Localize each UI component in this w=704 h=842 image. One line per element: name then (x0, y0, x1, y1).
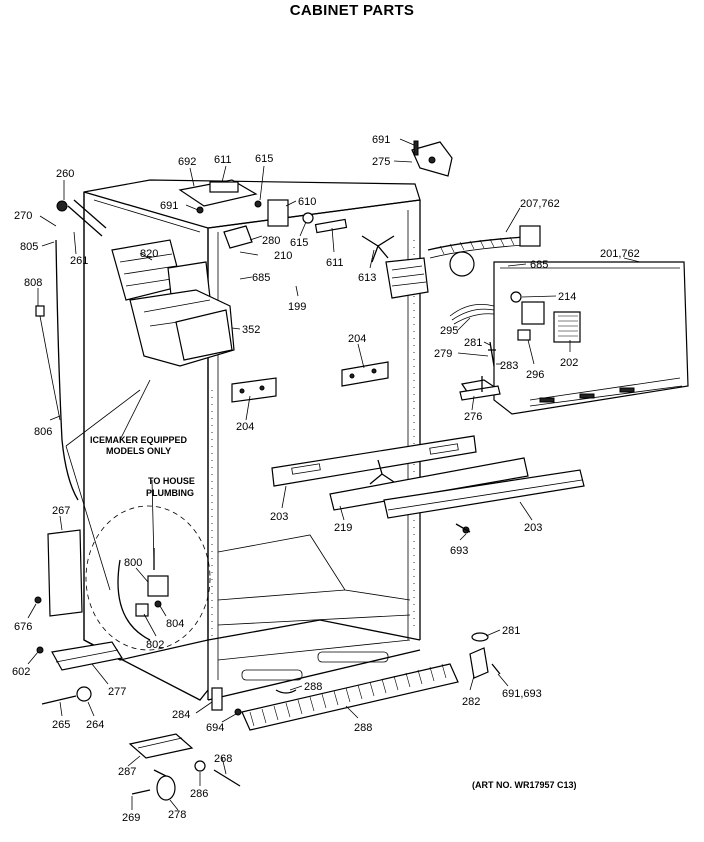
leveling-parts (41, 686, 242, 716)
callout-label: 210 (274, 250, 292, 262)
hinge-parts (455, 376, 501, 534)
toe-grille (241, 663, 459, 731)
callout-labels: 691 275 692 611 615 610 691 280 615 210 … (12, 134, 640, 824)
callout-label: 281 (464, 337, 482, 349)
side-panel (47, 529, 83, 617)
callout-label: 203 (524, 522, 542, 534)
callout-label: 820 (140, 248, 158, 260)
callout-label: 615 (255, 153, 273, 165)
control-panel (493, 261, 689, 415)
callout-label: 288 (354, 722, 372, 734)
callout-label: 352 (242, 324, 260, 336)
callout-label: 806 (34, 426, 52, 438)
callout-label: 275 (372, 156, 390, 168)
callout-label: 296 (526, 369, 544, 381)
callout-label: 805 (20, 241, 38, 253)
callout-label: 295 (440, 325, 458, 337)
callout-label: 202 (560, 357, 578, 369)
callout-label: 199 (288, 301, 306, 313)
callout-label: 276 (464, 411, 482, 423)
leader-lines (27, 138, 641, 811)
callout-label: 284 (172, 709, 190, 721)
callout-label: 214 (558, 291, 576, 303)
icemaker-assembly (56, 199, 235, 367)
callout-label: 204 (236, 421, 254, 433)
callout-label: 219 (334, 522, 352, 534)
page-title: CABINET PARTS (289, 2, 415, 19)
callout-label: 602 (12, 666, 30, 678)
callout-label: 261 (70, 255, 88, 267)
callout-label: 270 (14, 210, 32, 222)
callout-label: 283 (500, 360, 518, 372)
icemaker-water-line (35, 239, 79, 501)
callout-label: 804 (166, 618, 184, 630)
callout-label: 685 (252, 272, 270, 284)
callout-label: 676 (14, 621, 32, 633)
callout-label: 613 (358, 272, 376, 284)
callout-label: 265 (52, 719, 70, 731)
callout-label: 281 (502, 625, 520, 637)
callout-label: 610 (298, 196, 316, 208)
callout-label: 269 (122, 812, 140, 824)
callout-label: 615 (290, 237, 308, 249)
callout-label: 201,762 (600, 248, 640, 260)
bottom-rail (34, 596, 123, 671)
callout-label: 287 (118, 766, 136, 778)
callout-label: 800 (124, 557, 142, 569)
callout-label: 204 (348, 333, 366, 345)
callout-label: 611 (326, 257, 344, 269)
callout-label: 808 (24, 277, 42, 289)
callout-label: 802 (146, 639, 164, 651)
callout-label: 280 (262, 235, 280, 247)
plumbing-note-line2: PLUMBING (146, 488, 194, 498)
callout-label: 268 (214, 753, 232, 765)
fan-evaporator-assembly (361, 225, 541, 299)
top-controls (178, 179, 348, 249)
callout-label: 207,762 (520, 198, 560, 210)
icemaker-note-line2: MODELS ONLY (106, 446, 171, 456)
roller-assembly (128, 733, 241, 801)
door-rails (271, 435, 585, 519)
art-number: (ART NO. WR17957 C13) (472, 780, 577, 790)
callout-label: 288 (304, 681, 322, 693)
callout-label: 286 (190, 788, 208, 800)
callout-label: 282 (462, 696, 480, 708)
plumbing-note-line1: TO HOUSE (148, 476, 195, 486)
callout-label: 278 (168, 809, 186, 821)
callout-label: 264 (86, 719, 104, 731)
bottom-hinge (469, 632, 501, 679)
callout-label: 691 (160, 200, 178, 212)
callout-label: 267 (52, 505, 70, 517)
callout-label: 693 (450, 545, 468, 557)
callout-label: 277 (108, 686, 126, 698)
callout-label: 691 (372, 134, 390, 146)
callout-label: 279 (434, 348, 452, 360)
callout-label: 203 (270, 511, 288, 523)
callout-label: 611 (214, 154, 232, 166)
callout-label: 691,693 (502, 688, 542, 700)
wire-harness (449, 303, 498, 397)
top-hinge-bracket (411, 140, 453, 177)
icemaker-note-line1: ICEMAKER EQUIPPED (90, 435, 188, 445)
callout-label: 685 (530, 259, 548, 271)
callout-label: 692 (178, 156, 196, 168)
callout-label: 694 (206, 722, 224, 734)
callout-label: 260 (56, 168, 74, 180)
brackets (231, 361, 389, 403)
